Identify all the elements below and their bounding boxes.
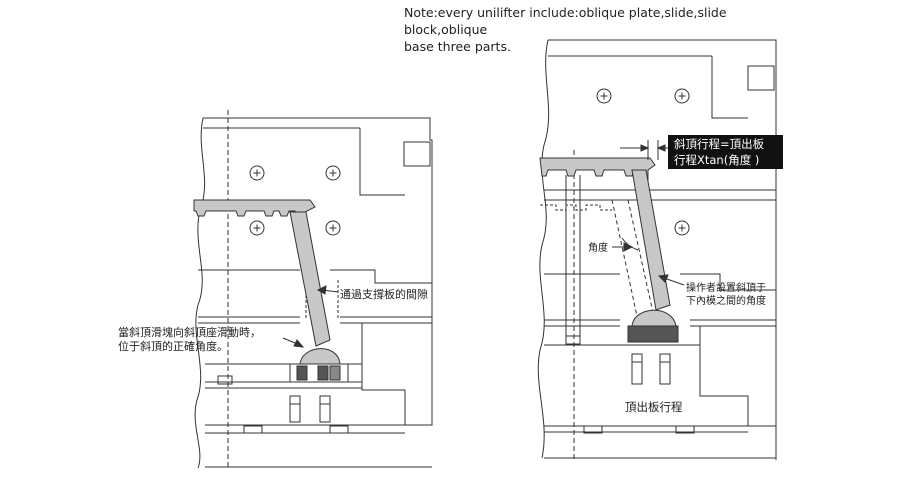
left-oblique-base xyxy=(289,363,349,423)
screw-icon xyxy=(325,220,341,236)
stroke-dimension xyxy=(620,140,668,160)
screw-icon xyxy=(674,220,690,236)
right-plate-notch xyxy=(747,65,775,91)
left-slide-rod xyxy=(289,211,331,347)
right-slide-rod xyxy=(631,169,671,311)
label-angle: 角度 xyxy=(588,243,608,254)
left-slide-block xyxy=(299,348,341,365)
left-top-plate xyxy=(203,117,433,350)
right-oblique-plate xyxy=(539,157,656,181)
label-operator-angle: 操作者設置斜頂于 下內模之間的角度 xyxy=(686,282,766,308)
callout-line-1: 斜頂行程=頂出板 xyxy=(674,137,765,151)
label-ejector-stroke: 頂出板行程 xyxy=(625,400,683,414)
left-mold-diagram xyxy=(194,110,433,470)
label-support-gap: 通過支撐板的間隙 xyxy=(340,288,428,301)
right-leaders xyxy=(612,237,685,286)
label-angle-note-line-1: 當斜頂滑塊向斜頂座滑動時， xyxy=(118,326,261,339)
screw-icon xyxy=(674,88,690,104)
note-text: Note:every unilifter include:oblique pla… xyxy=(404,4,794,55)
right-mold-diagram xyxy=(537,39,777,460)
screw-icon xyxy=(249,220,265,236)
label-angle-note: 當斜頂滑塊向斜頂座滑動時， 位于斜頂的正確角度。 xyxy=(118,326,261,354)
note-line-1: Note:every unilifter include:oblique pla… xyxy=(404,5,727,37)
left-leaders xyxy=(282,285,339,348)
note-line-2: base three parts. xyxy=(404,39,511,54)
right-break-line xyxy=(537,39,550,459)
right-slide-block xyxy=(631,309,677,327)
screw-icon xyxy=(325,165,341,181)
screw-icon xyxy=(249,165,265,181)
left-break-line xyxy=(194,117,206,469)
label-angle-note-line-2: 位于斜頂的正確角度。 xyxy=(118,340,228,353)
left-plate-notch xyxy=(403,141,431,167)
screw-icon xyxy=(596,88,612,104)
label-operator-line-1: 操作者設置斜頂于 xyxy=(686,283,766,294)
label-operator-line-2: 下內模之間的角度 xyxy=(686,296,766,307)
right-oblique-base xyxy=(627,325,679,385)
callout-line-2: 行程Xtan(角度 ) xyxy=(674,153,760,167)
stroke-formula-callout: 斜頂行程=頂出板 行程Xtan(角度 ) xyxy=(668,135,783,169)
